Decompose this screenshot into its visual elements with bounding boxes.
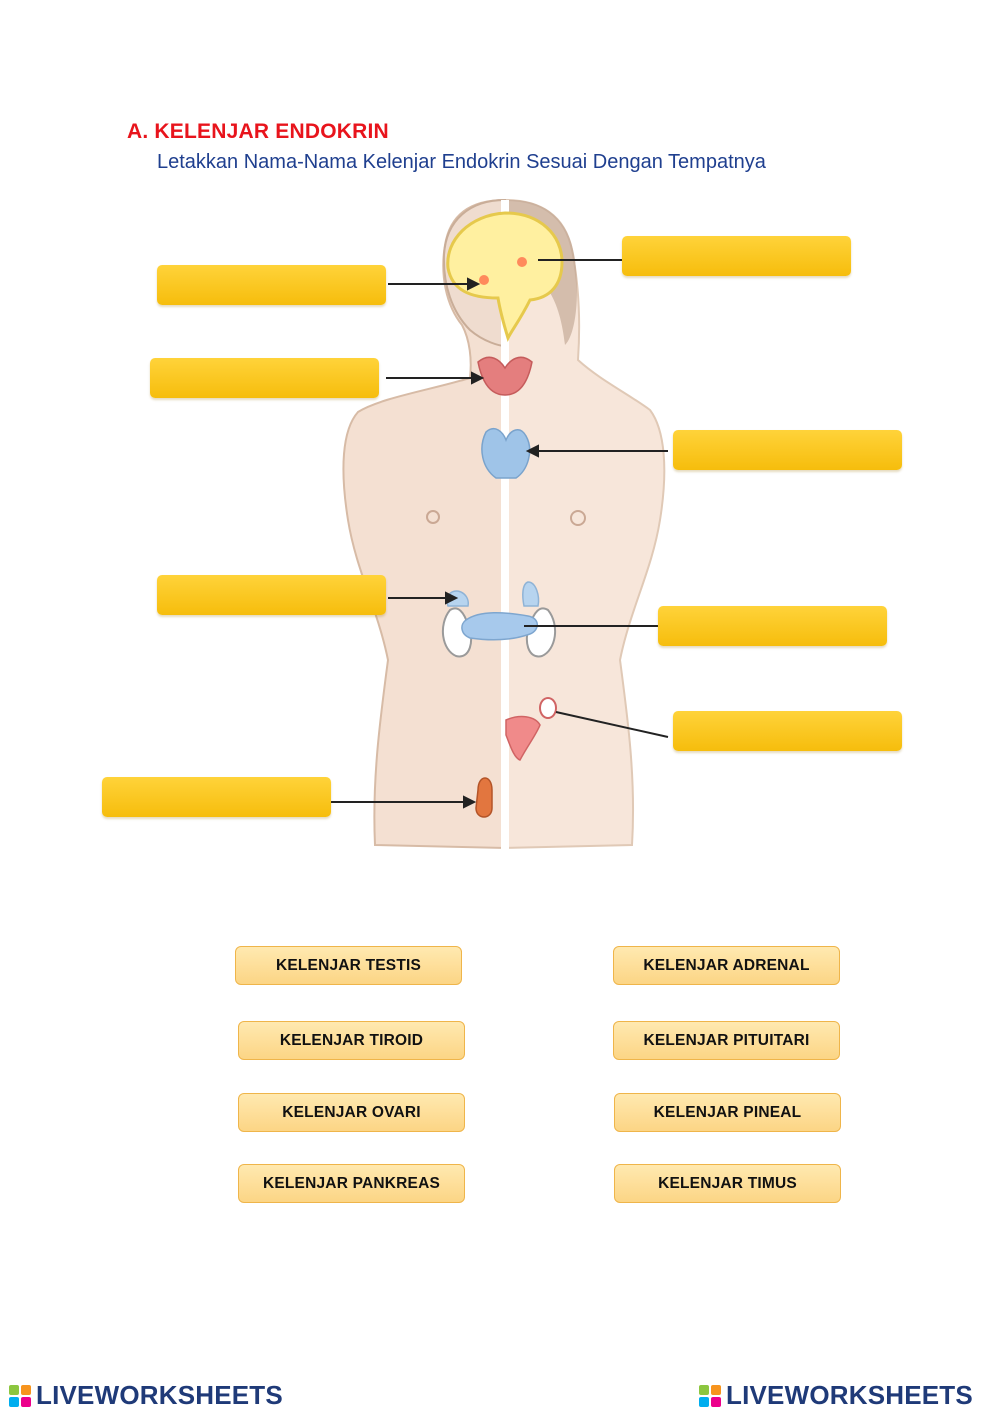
liveworksheets-logo-icon [8,1384,32,1408]
section-title: A. KELENJAR ENDOKRIN [127,120,389,143]
body-divider [501,200,509,850]
dropzone-testis[interactable] [102,777,331,817]
instruction-text: Letakkan Nama-Nama Kelenjar Endokrin Ses… [157,151,766,173]
arrow-ovary [555,711,669,738]
pancreas-gland [461,611,538,641]
dropzone-pineal[interactable] [622,236,851,276]
option-adrenal[interactable]: KELENJAR ADRENAL [613,946,840,985]
nipple-left [426,510,440,524]
option-pankreas[interactable]: KELENJAR PANKREAS [238,1164,465,1203]
dropzone-adrenal[interactable] [157,575,386,615]
dropzone-thymus[interactable] [673,430,902,470]
option-timus[interactable]: KELENJAR TIMUS [614,1164,841,1203]
adrenal-gland-right [522,581,540,607]
dropzone-thyroid[interactable] [150,358,379,398]
option-testis[interactable]: KELENJAR TESTIS [235,946,462,985]
footer-brand-left: LIVEWORKSHEETS [8,1380,283,1411]
dropzone-pancreas[interactable] [658,606,887,646]
pineal-gland [517,257,527,267]
dropzone-pituitary[interactable] [157,265,386,305]
option-tiroid[interactable]: KELENJAR TIROID [238,1021,465,1060]
dropzone-ovary[interactable] [673,711,902,751]
brain-illustration [446,211,564,343]
liveworksheets-logo-icon [698,1384,722,1408]
option-pineal[interactable]: KELENJAR PINEAL [614,1093,841,1132]
brand-name: LIVEWORKSHEETS [36,1380,283,1410]
ovary-gland [539,697,557,719]
nipple-right [570,510,586,526]
thymus-gland [481,428,531,479]
brand-name: LIVEWORKSHEETS [726,1380,973,1410]
option-ovari[interactable]: KELENJAR OVARI [238,1093,465,1132]
pituitary-gland [479,275,489,285]
option-pituitari[interactable]: KELENJAR PITUITARI [613,1021,840,1060]
kidney-left [441,607,473,658]
thyroid-gland [477,356,533,396]
footer-brand-right: LIVEWORKSHEETS [698,1380,973,1411]
uterus [505,715,541,761]
testis-gland [475,777,493,818]
